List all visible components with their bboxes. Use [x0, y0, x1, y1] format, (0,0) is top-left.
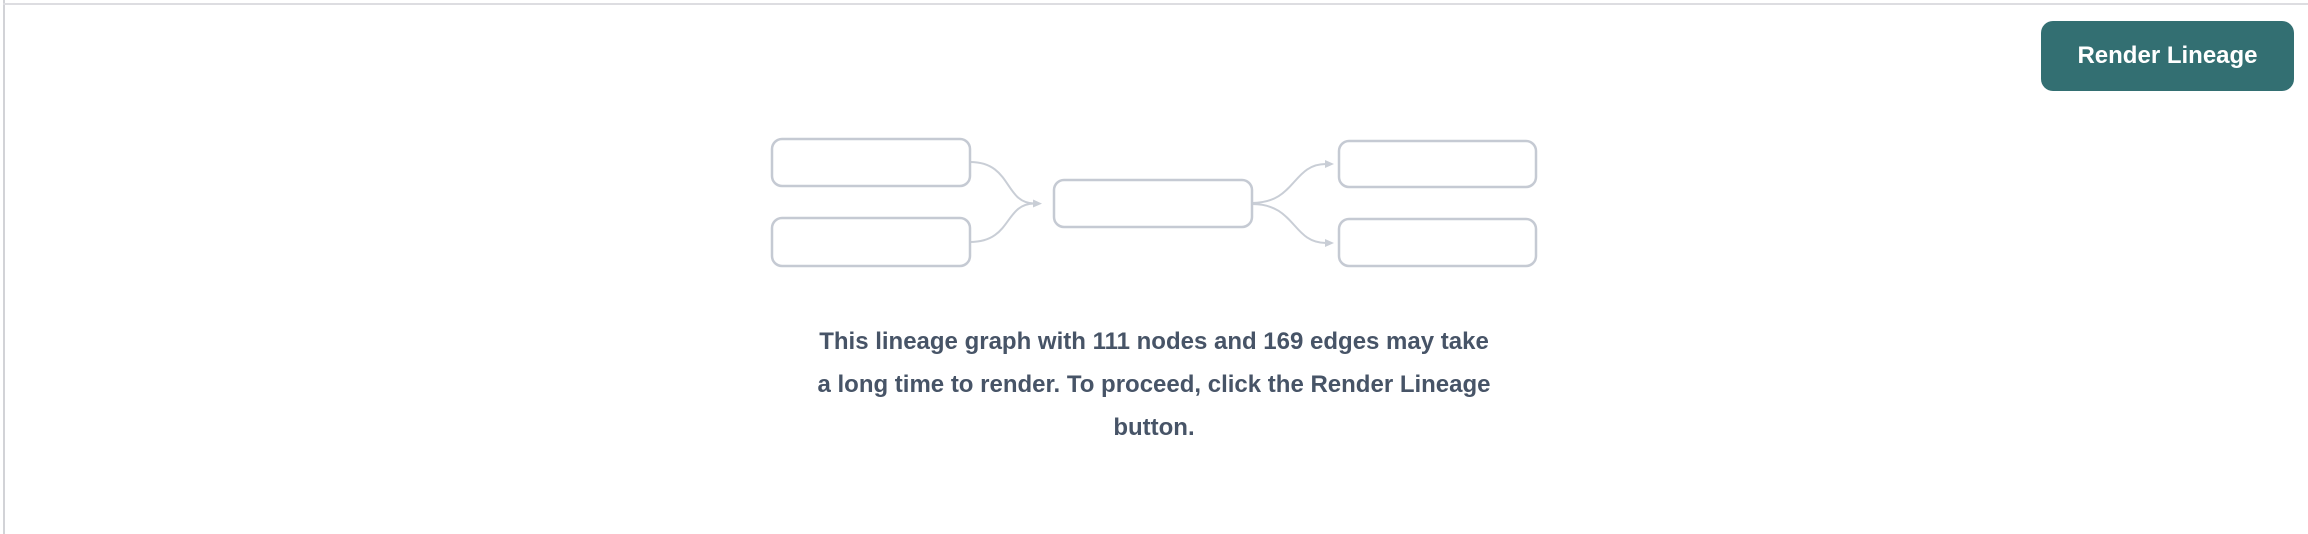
graph-node-box-left-top — [770, 137, 972, 188]
graph-node-box-right-top — [1337, 139, 1538, 189]
graph-node-box-left-bottom — [770, 216, 972, 268]
lineage-placeholder-graphic — [770, 137, 1538, 268]
edge-left-top — [969, 161, 1042, 208]
panel-left-border — [3, 0, 5, 534]
lineage-warning-message: This lineage graph with 111 nodes and 16… — [817, 328, 1491, 441]
edge-left-bottom — [969, 202, 1035, 243]
graph-nodes — [770, 137, 1538, 268]
graph-node-box-right-bottom — [1337, 217, 1538, 268]
graph-edges — [969, 160, 1334, 247]
render-lineage-button[interactable]: Render Lineage — [2041, 21, 2294, 91]
graph-node-box-middle — [1052, 178, 1254, 229]
lineage-placeholder: This lineage graph with 111 nodes and 16… — [744, 130, 1564, 449]
edge-right-bottom — [1251, 203, 1334, 247]
panel-top-border — [3, 3, 2308, 5]
edge-right-top — [1251, 160, 1334, 204]
